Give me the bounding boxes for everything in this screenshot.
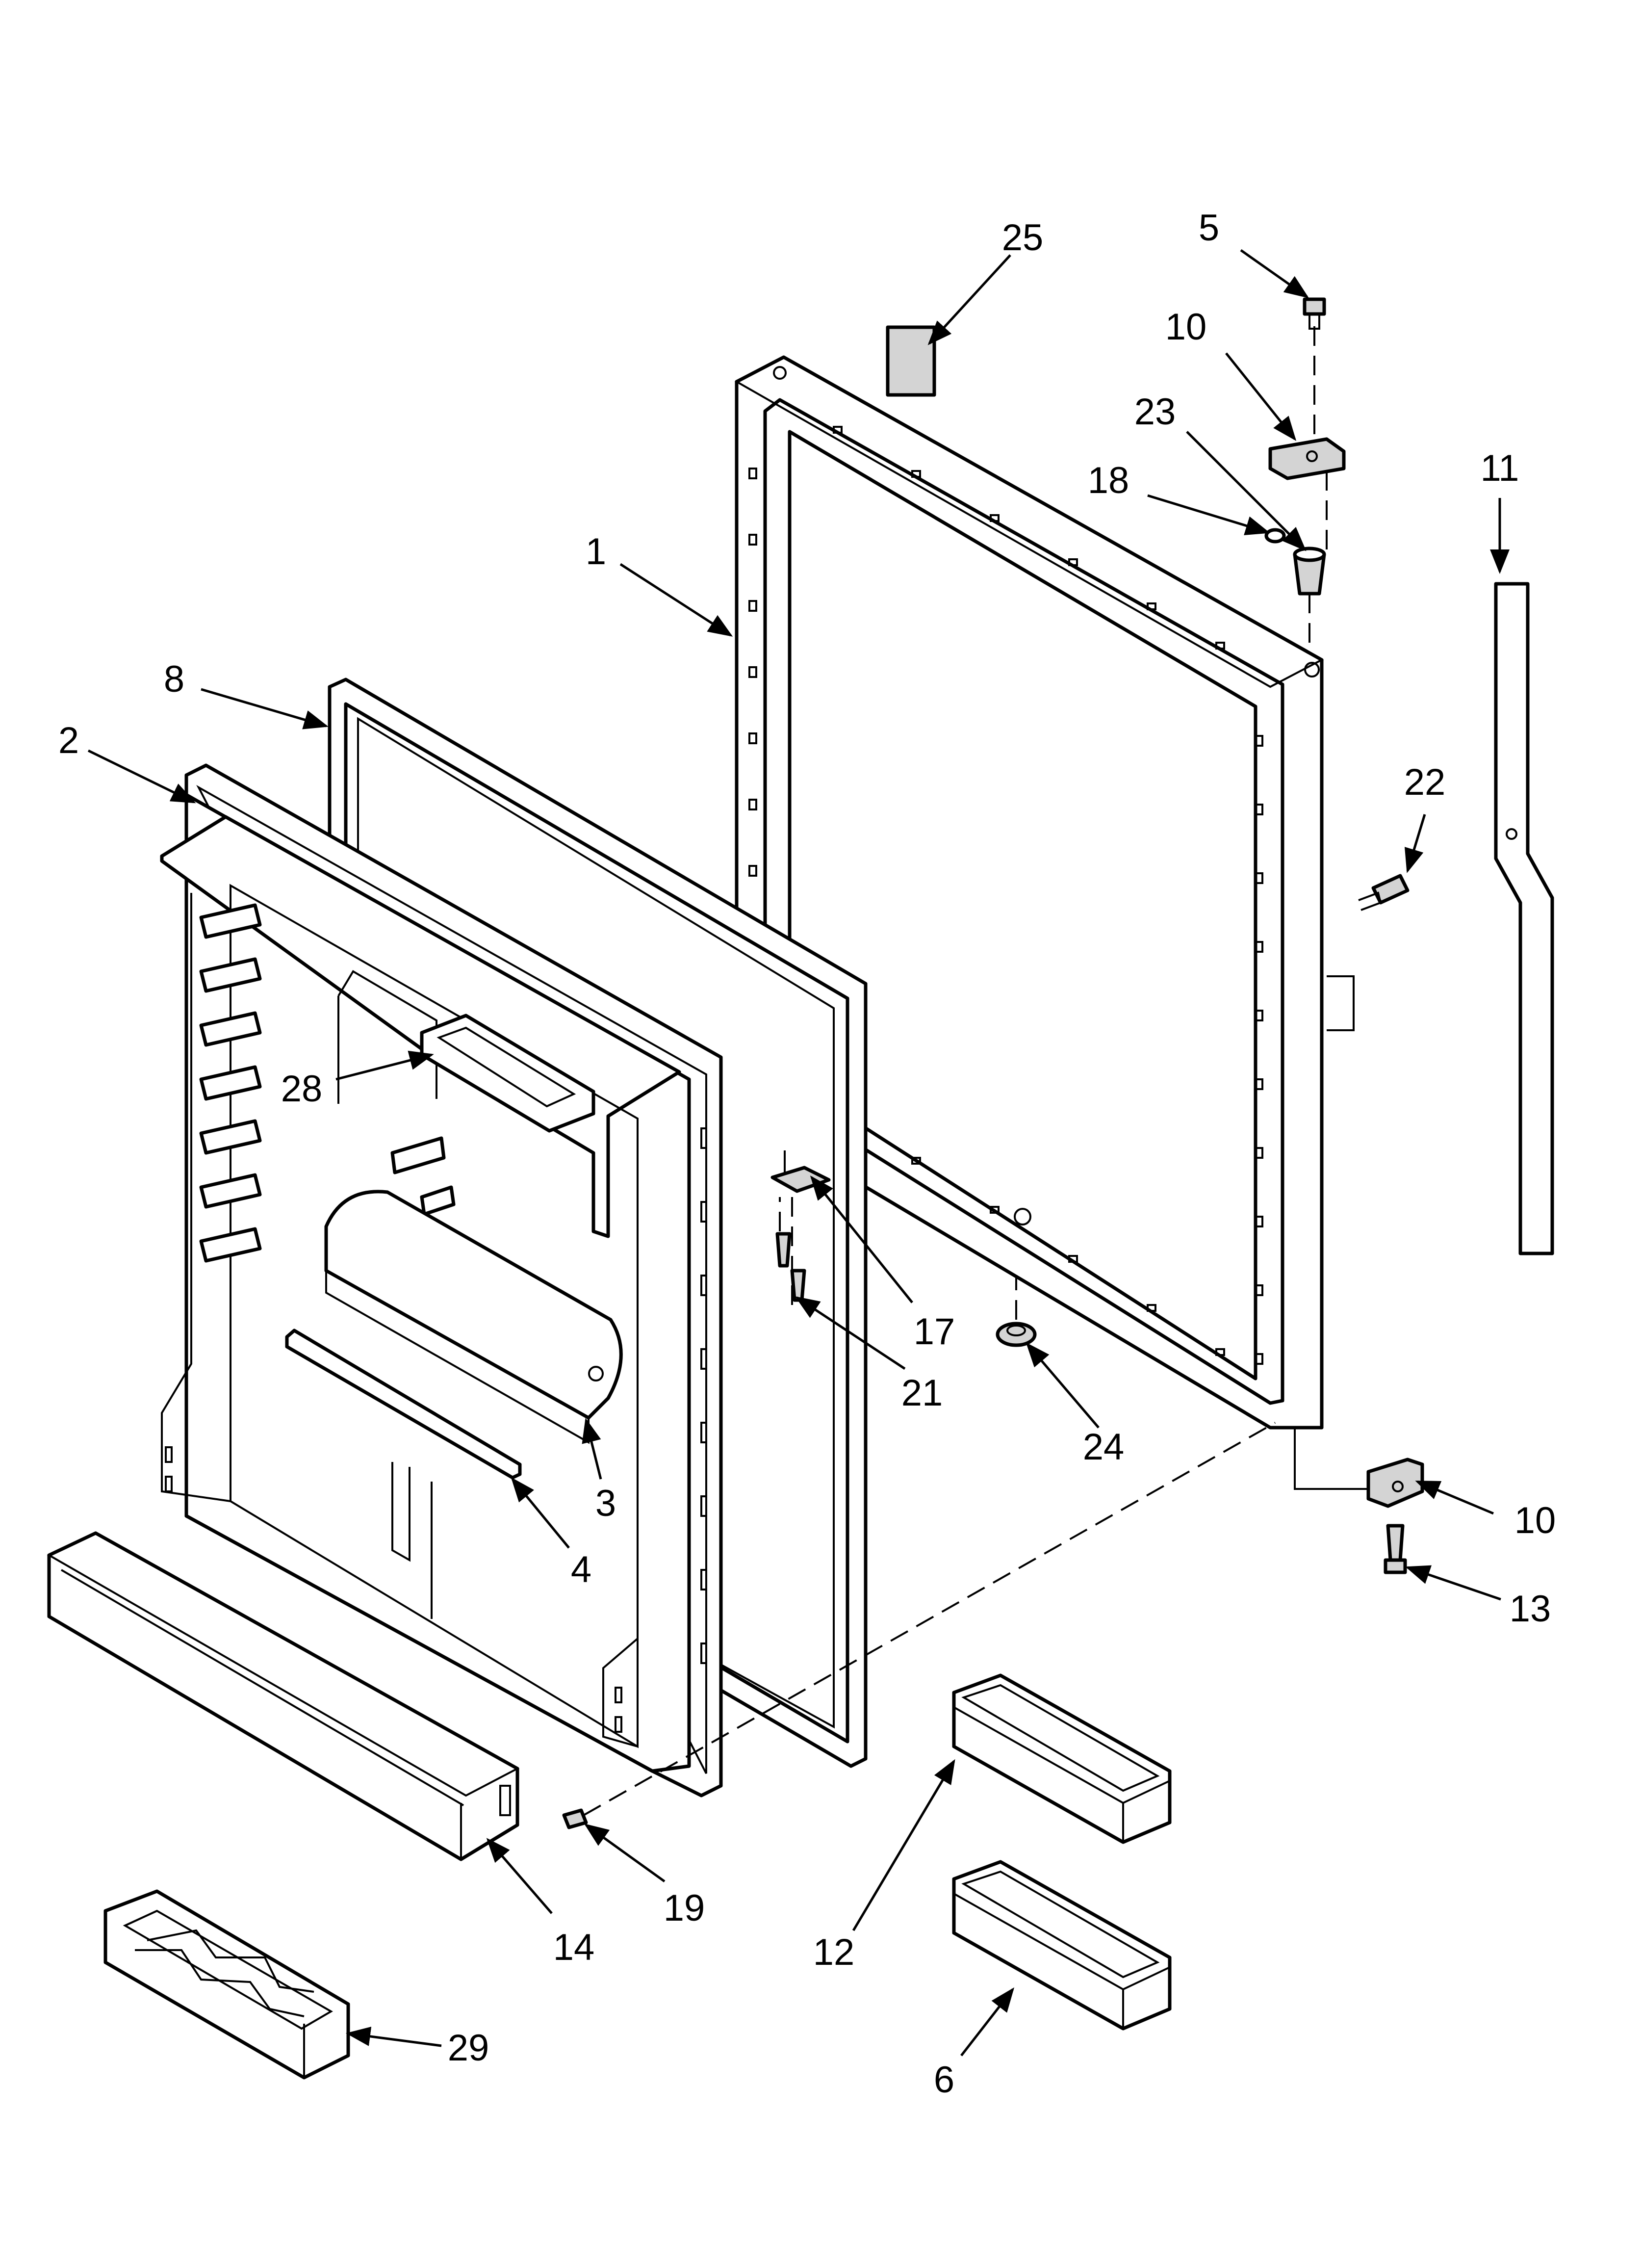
callout-22: 22 [1404, 761, 1446, 803]
callout-19: 19 [664, 1887, 705, 1929]
part-6-door-bin [952, 1860, 1172, 2031]
callout-4: 4 [571, 1549, 591, 1590]
callout-21: 21 [901, 1372, 943, 1414]
callout-18: 18 [1088, 460, 1129, 501]
part-5-screw [1303, 297, 1326, 330]
callout-labels: 25 5 10 23 18 11 1 8 2 22 28 17 21 24 3 … [58, 207, 1556, 2101]
callout-14: 14 [553, 1927, 595, 1968]
part-23-hinge-bushing [1293, 547, 1326, 596]
part-25-label-card [886, 325, 936, 397]
part-18-hinge-pin-cap [1264, 528, 1286, 544]
callout-28: 28 [281, 1068, 323, 1110]
callout-3: 3 [595, 1483, 616, 1524]
callout-25: 25 [1002, 217, 1044, 259]
callout-24: 24 [1083, 1426, 1125, 1468]
part-19-screw [562, 1808, 588, 1829]
callout-17: 17 [914, 1311, 955, 1353]
callout-12: 12 [813, 1931, 855, 1973]
part-13-screw [1384, 1524, 1407, 1574]
callout-23: 23 [1134, 391, 1176, 433]
callout-5: 5 [1199, 207, 1219, 249]
part-24-door-stop [996, 1322, 1037, 1347]
part-22-screw [1358, 874, 1410, 911]
callout-2: 2 [58, 720, 79, 761]
part-11-door-handle [1494, 582, 1554, 1255]
part-12-door-bin [952, 1673, 1172, 1844]
part-4-shelf-trim-strip [285, 1329, 522, 1480]
callout-8: 8 [164, 658, 184, 700]
callout-1: 1 [586, 531, 606, 573]
callout-10-lower: 10 [1514, 1500, 1556, 1541]
callout-11: 11 [1481, 447, 1519, 489]
callout-13: 13 [1510, 1588, 1551, 1630]
part-10-upper-hinge [1268, 437, 1346, 480]
part-10-lower-hinge [1366, 1458, 1424, 1508]
callout-10-upper: 10 [1165, 306, 1207, 348]
part-29-egg-tray [103, 1889, 350, 2080]
assembly-lines [583, 326, 1368, 1816]
part-14-door-shelf-bin [47, 1531, 520, 1861]
part-21-screws [775, 1232, 806, 1302]
callout-29: 29 [448, 2027, 489, 2069]
callout-6: 6 [934, 2059, 954, 2101]
leader-lines [87, 249, 1510, 2057]
